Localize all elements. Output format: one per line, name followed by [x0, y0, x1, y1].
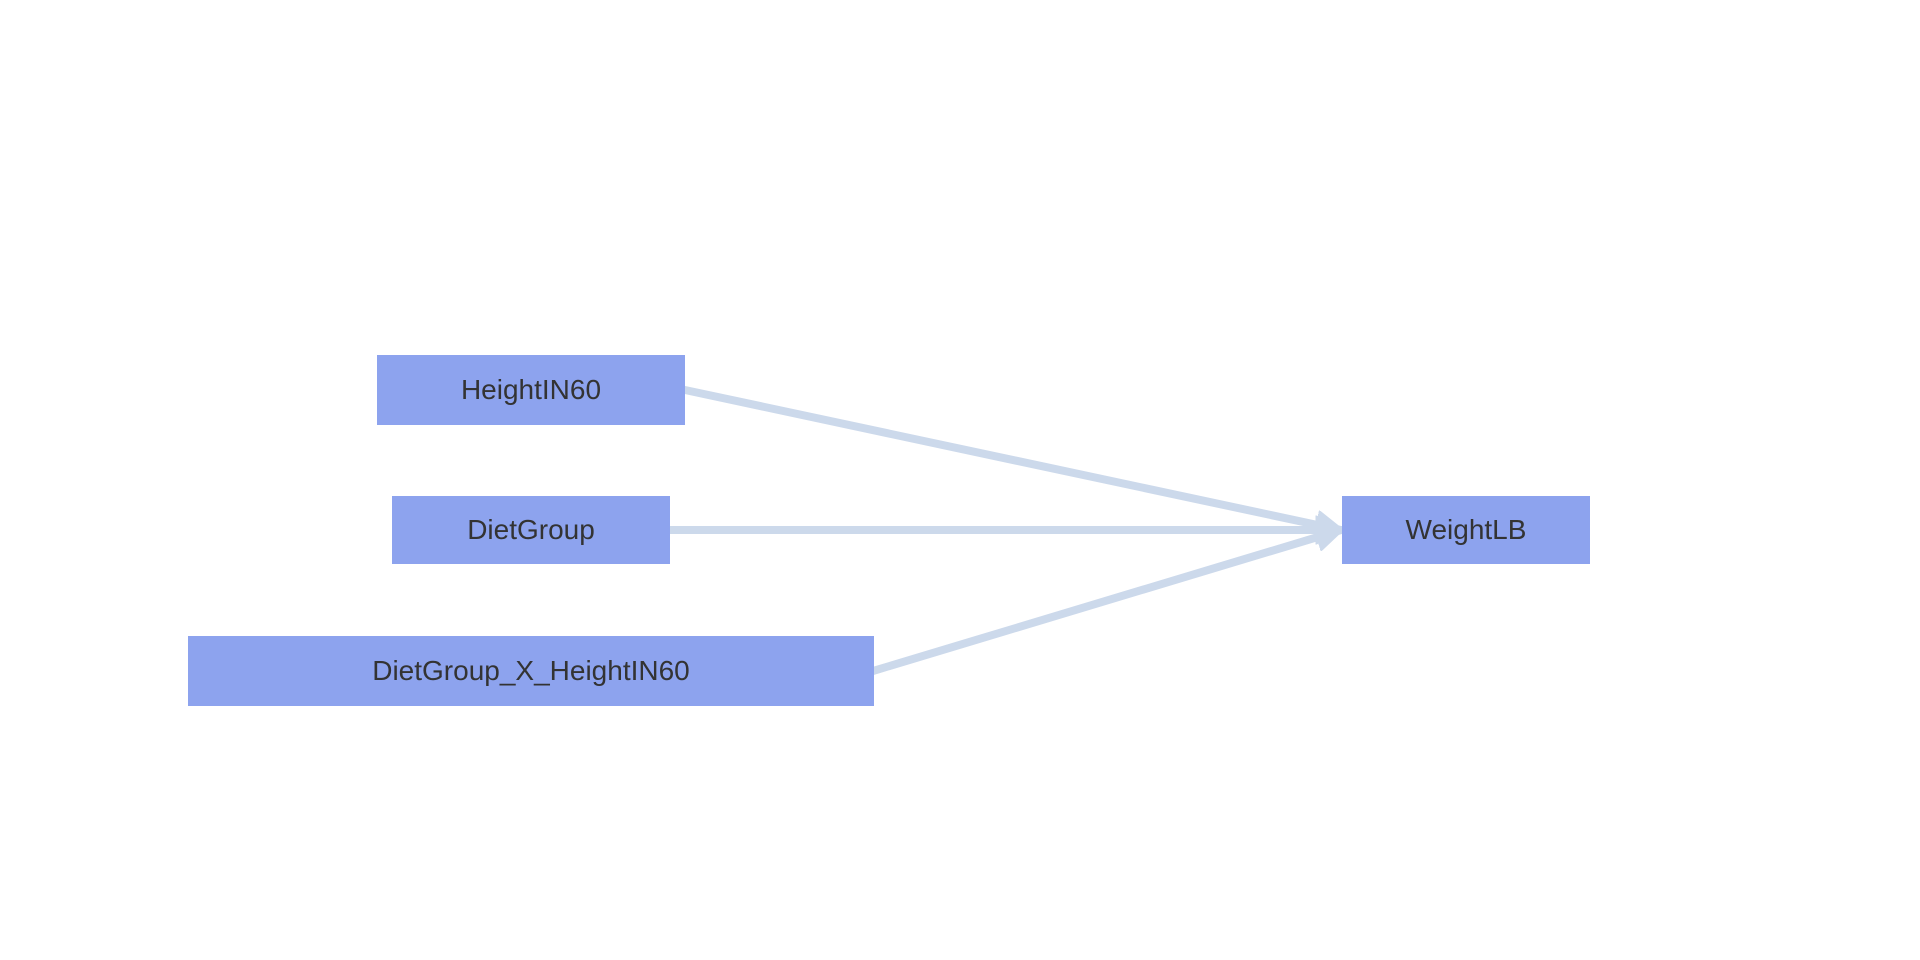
node-heightin60-label: HeightIN60: [460, 374, 602, 405]
edge-heightin60-to-weightlb: [681, 386, 1345, 530]
edge-interaction-to-weightlb: [869, 530, 1345, 675]
node-dietgroup-x-heightin60-label: DietGroup_X_HeightIN60: [372, 655, 690, 686]
node-weightlb[interactable]: WeightLB: [1342, 496, 1590, 564]
node-dietgroup[interactable]: DietGroup: [392, 496, 670, 564]
node-dietgroup-label: DietGroup: [467, 514, 595, 545]
node-heightin60[interactable]: HeightIN60: [377, 355, 685, 425]
node-dietgroup-x-heightin60[interactable]: DietGroup_X_HeightIN60: [188, 636, 874, 706]
node-weightlb-label: WeightLB: [1405, 514, 1527, 545]
